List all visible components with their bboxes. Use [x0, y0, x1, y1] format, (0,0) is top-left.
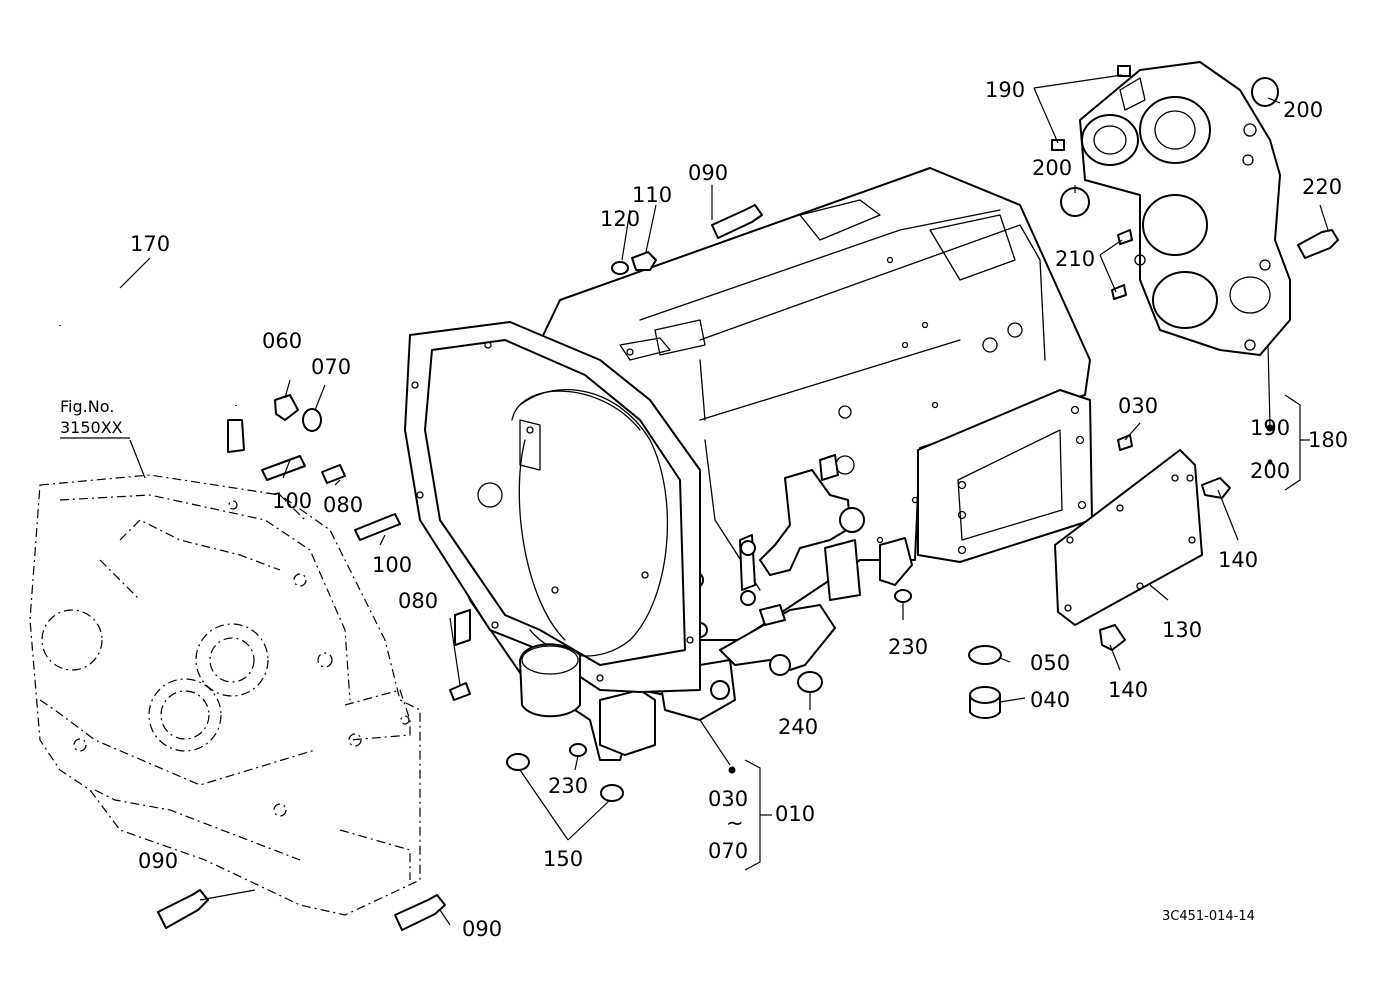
callout-tilde: ~ [726, 811, 744, 835]
callout-070: 070 [311, 355, 351, 379]
callout-200: 200 [1250, 459, 1290, 483]
callout-070: 070 [708, 839, 748, 863]
callout-060: 060 [262, 329, 302, 353]
callout-010: 010 [775, 802, 815, 826]
callout-220: 220 [1302, 175, 1342, 199]
callout-240: 240 [778, 715, 818, 739]
callout-140: 140 [1108, 678, 1148, 702]
callout-090: 090 [138, 849, 178, 873]
callout-030: 030 [708, 787, 748, 811]
fig-reference-number: 3150XX [60, 418, 123, 437]
rear-cover [1079, 61, 1291, 356]
leader-lines [60, 74, 1329, 926]
callout-140: 140 [1218, 548, 1258, 572]
callout-210: 210 [1055, 247, 1095, 271]
callout-180: 180 [1308, 428, 1348, 452]
drawing-code: 3C451-014-14 [1162, 909, 1255, 924]
callout-230: 230 [548, 774, 588, 798]
callout-040: 040 [1030, 688, 1070, 712]
callout-030: 030 [1118, 394, 1158, 418]
clutch-housing [404, 321, 701, 718]
callout-200: 200 [1032, 156, 1072, 180]
callout-190: 190 [1250, 416, 1290, 440]
fig-reference-title: Fig.No. [60, 397, 114, 416]
callout-130: 130 [1162, 618, 1202, 642]
callout-090: 090 [462, 917, 502, 941]
callout-110: 110 [632, 183, 672, 207]
front-gear-case [29, 474, 421, 916]
callout-090: 090 [688, 161, 728, 185]
callout-080: 080 [398, 589, 438, 613]
callout-100: 100 [372, 553, 412, 577]
side-cover [1054, 449, 1203, 626]
small-parts [55, 65, 1339, 931]
callout-170: 170 [130, 232, 170, 256]
callout-100: 100 [272, 489, 312, 513]
callout-080: 080 [323, 493, 363, 517]
callout-150: 150 [543, 847, 583, 871]
callout-190: 190 [985, 78, 1025, 102]
callout-050: 050 [1030, 651, 1070, 675]
callout-200: 200 [1283, 98, 1323, 122]
callout-labels: 170 060 070 100 080 100 080 120 110 090 … [60, 78, 1348, 941]
callout-120: 120 [600, 207, 640, 231]
callout-230: 230 [888, 635, 928, 659]
